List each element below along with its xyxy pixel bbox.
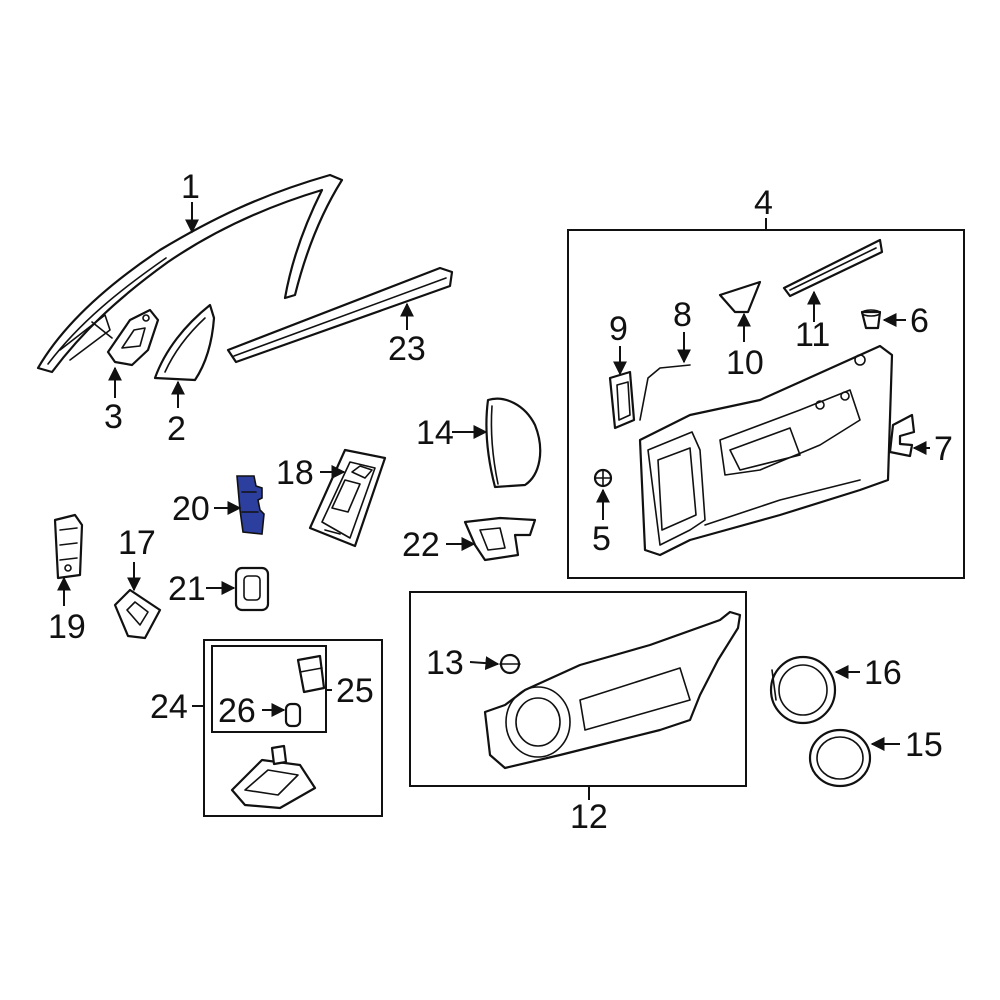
part-10-trim-piece[interactable] [718,280,762,314]
callout-15: 15 [905,726,943,764]
part-15-seal-ring[interactable] [808,728,872,788]
part-12-lower-panel[interactable] [483,610,742,770]
part-21-switch[interactable] [234,566,270,612]
callout-17: 17 [118,524,156,562]
callout-24: 24 [150,688,188,726]
callout-20: 20 [172,490,210,528]
callout-25: 25 [336,672,374,710]
part-2-sail-cover[interactable] [153,303,216,382]
callout-6: 6 [910,302,929,340]
callout-22: 22 [402,526,440,564]
callout-5: 5 [592,520,611,558]
part-24-lamp-housing[interactable] [230,744,317,810]
part-6-grommet[interactable] [860,309,882,330]
callout-3: 3 [104,398,123,436]
group-box-24 [203,639,383,817]
callout-10: 10 [726,344,764,382]
leader-lines [57,202,930,800]
callout-12: 12 [570,798,608,836]
part-1-frame-molding[interactable] [36,173,344,374]
part-19-switch-bezel[interactable] [53,513,84,580]
part-22-handle[interactable] [463,516,537,562]
part-20-switch-highlighted[interactable] [236,475,265,535]
callout-2: 2 [167,410,186,448]
callout-7: 7 [934,430,953,468]
part-17-switch[interactable] [113,588,162,640]
part-23-belt-molding[interactable] [226,266,454,364]
callout-labels: 1 2 3 4 5 6 7 8 9 10 11 12 13 14 15 16 1… [48,168,953,836]
callout-16: 16 [864,654,902,692]
callout-14: 14 [416,414,454,452]
group-box-12 [409,591,747,787]
callout-1: 1 [181,168,200,206]
part-14-cover[interactable] [485,397,542,489]
part-8-rod[interactable] [639,364,691,421]
callout-19: 19 [48,608,86,646]
part-7-bracket[interactable] [888,413,916,458]
part-18-master-switch[interactable] [308,448,387,548]
callout-18: 18 [276,454,314,492]
callout-23: 23 [388,330,426,368]
callout-11: 11 [795,316,830,354]
part-11-trim-strip[interactable] [782,238,884,298]
part-5-clip[interactable] [593,468,613,488]
callout-8: 8 [673,296,692,334]
callout-21: 21 [168,570,206,608]
callout-13: 13 [426,644,464,682]
callout-4: 4 [754,184,773,222]
part-3-bracket[interactable] [106,308,160,367]
part-25-bulb-socket[interactable] [296,654,326,694]
part-13-fastener[interactable] [499,653,521,675]
part-4-door-trim-panel[interactable] [638,344,894,557]
part-9-insert[interactable] [608,370,636,430]
callout-26: 26 [218,692,256,730]
callout-9: 9 [609,310,628,348]
part-16-speaker-ring[interactable] [769,655,837,725]
part-26-bulb[interactable] [284,702,302,728]
